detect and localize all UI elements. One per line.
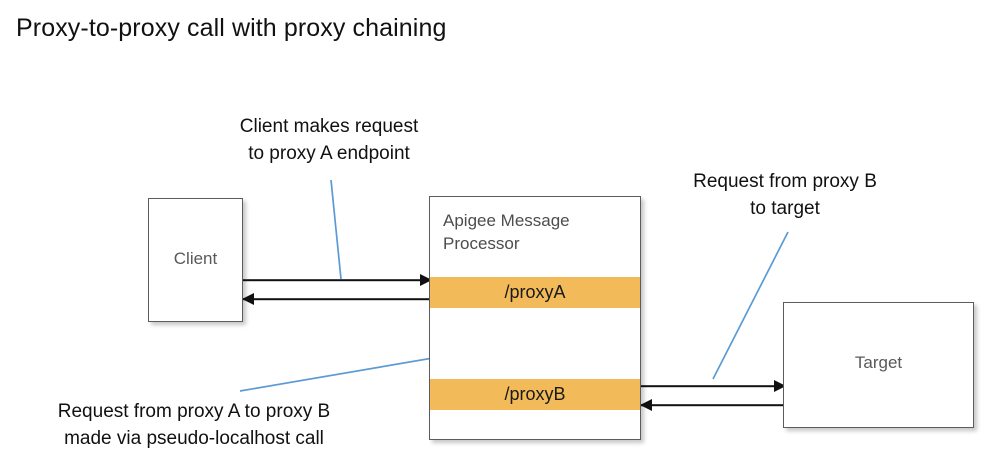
annotation-proxy-chaining: Request from proxy A to proxy B made via… xyxy=(57,401,331,449)
node-target-label: Target xyxy=(854,353,903,372)
arrow-shaft xyxy=(641,385,785,387)
node-target: Target xyxy=(783,302,974,428)
arrowhead-left-icon xyxy=(242,293,254,305)
arrow-shaft xyxy=(243,298,431,300)
band-proxya: /proxyA xyxy=(430,277,640,308)
arrow-shaft xyxy=(641,404,785,406)
band-proxyb: /proxyB xyxy=(430,379,640,410)
annotation-proxyb-to-target: Request from proxy B to target xyxy=(693,171,877,219)
arrow-shaft xyxy=(243,279,431,281)
page-title: Proxy-to-proxy call with proxy chaining xyxy=(16,14,447,42)
arrow-target-to-proxyb xyxy=(640,399,785,411)
arrowhead-left-icon xyxy=(640,399,652,411)
arrow-proxyb-to-target xyxy=(641,380,786,392)
arrow-proxya-to-client xyxy=(242,293,431,305)
annotation-client-request: Client makes request to proxy A endpoint xyxy=(239,116,419,164)
node-client-label: Client xyxy=(173,249,218,268)
arrow-client-to-proxya xyxy=(243,274,432,286)
node-client: Client xyxy=(148,198,243,322)
node-message-processor-label: Apigee Message Processor xyxy=(443,211,570,253)
node-apigee-message-processor: Apigee Message Processor /proxyA /proxyB xyxy=(429,196,641,440)
